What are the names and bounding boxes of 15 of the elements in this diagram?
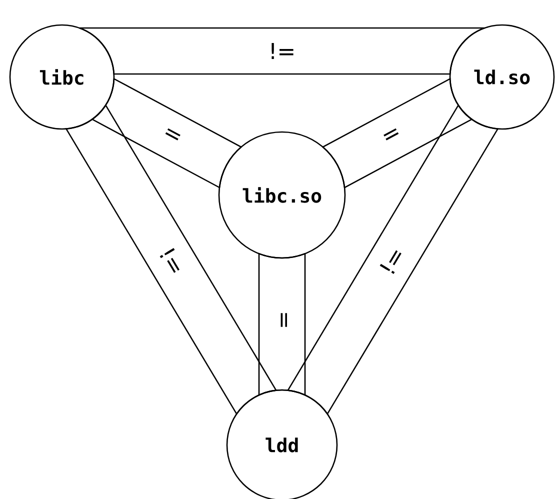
edge-label: != — [267, 42, 297, 60]
circle-node: libc — [9, 24, 115, 130]
band-connector — [66, 104, 277, 415]
edge-label: = — [380, 126, 404, 146]
band-connector — [322, 78, 472, 188]
edge-label: != — [156, 244, 188, 278]
edge-label: != — [376, 244, 408, 278]
band-connector — [287, 104, 498, 415]
circle-node: ld.so — [449, 24, 555, 130]
edge-label: = — [160, 126, 184, 146]
band-connector — [92, 78, 242, 188]
edge-label: = — [276, 310, 288, 330]
band-connector — [78, 27, 486, 75]
circle-node: libc.so — [218, 131, 346, 259]
band-connector — [258, 253, 306, 396]
